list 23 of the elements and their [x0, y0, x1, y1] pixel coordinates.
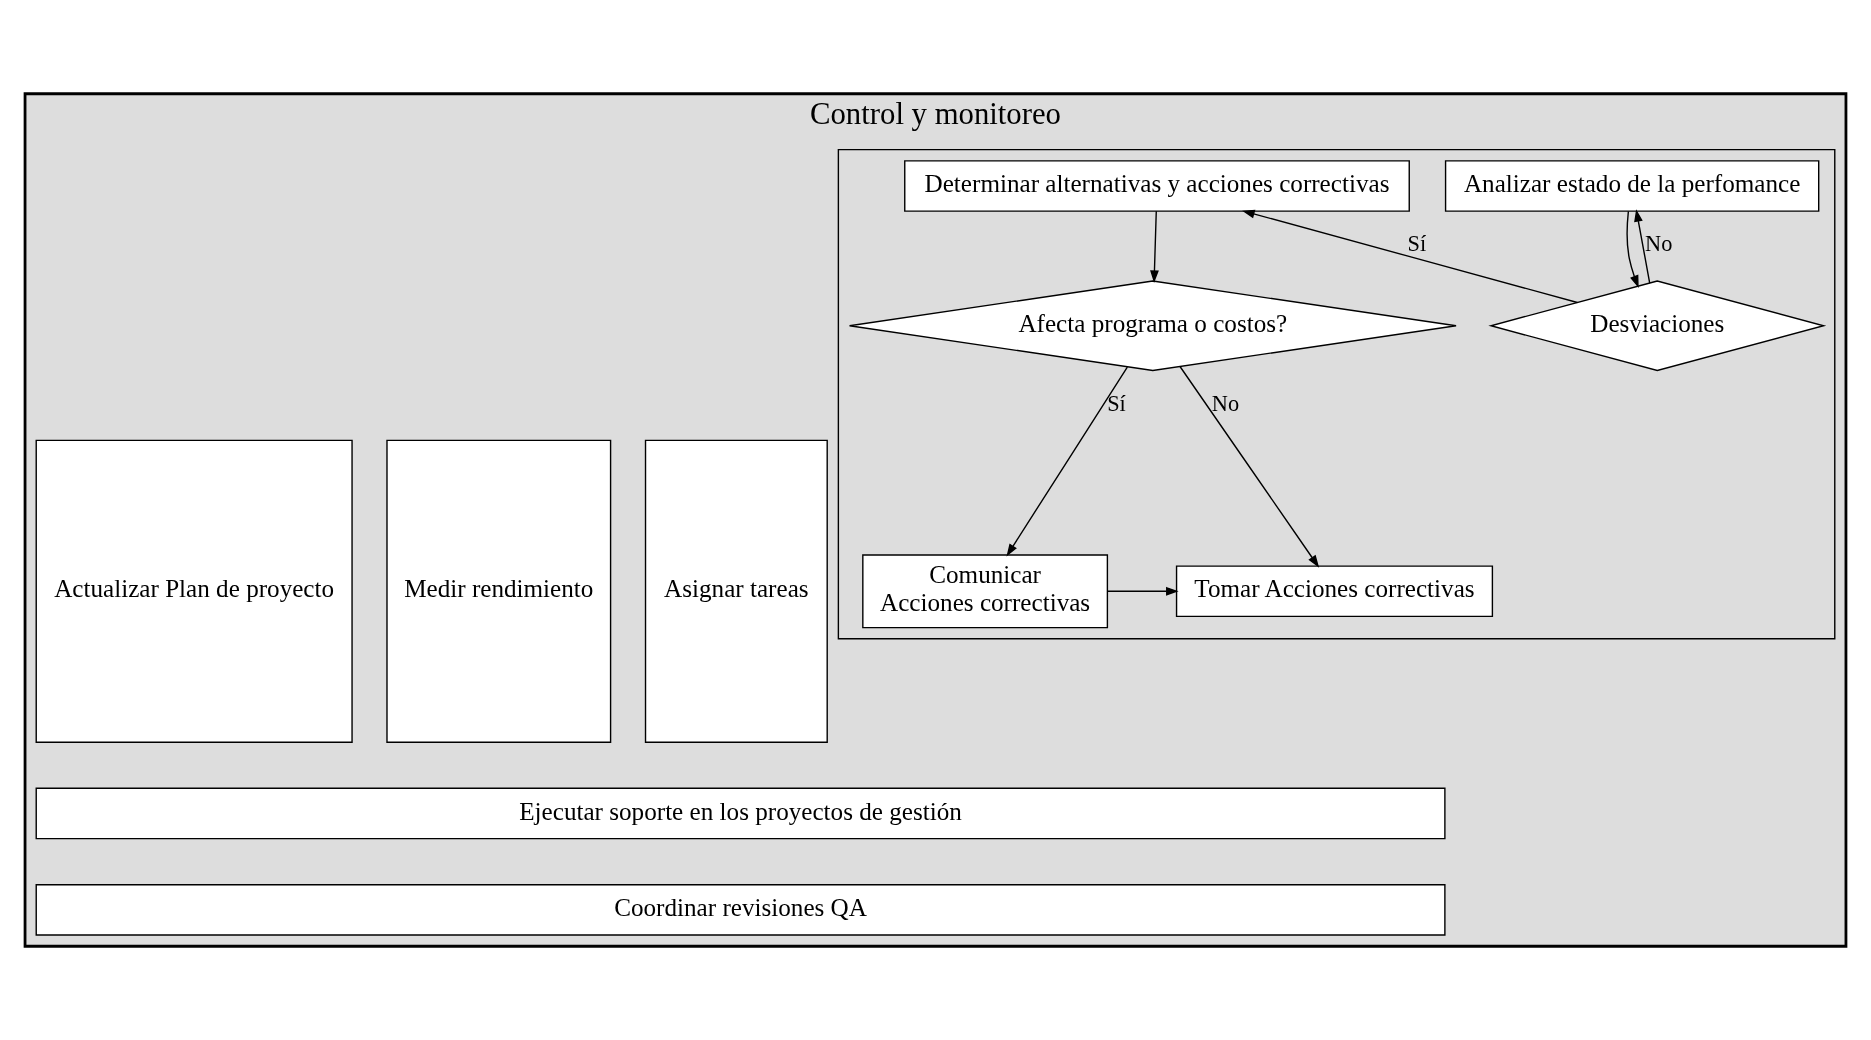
node-box: Asignar tareas — [644, 439, 828, 743]
arrow — [1107, 586, 1179, 596]
node-box: Comunicar Acciones correctivas — [862, 554, 1109, 629]
arrow — [1150, 210, 1159, 283]
arrow — [1179, 365, 1320, 568]
node-box: Ejecutar soporte en los proyectos de gestión — [35, 787, 1446, 840]
edge-label: No — [1211, 390, 1240, 416]
node-box: Analizar estado de la perfomance — [1444, 160, 1820, 212]
cluster — [837, 148, 1836, 640]
arrow — [1242, 209, 1579, 304]
arrow — [1626, 210, 1639, 288]
node-box: Coordinar revisiones QA — [35, 884, 1446, 936]
arrow — [1006, 366, 1129, 557]
node-box: Determinar alternativas y acciones correctivas — [904, 160, 1410, 212]
edge-label: No — [1645, 231, 1673, 257]
node-box: Actualizar Plan de proyecto — [35, 439, 353, 743]
node-box: Tomar Acciones correctivas — [1175, 565, 1494, 618]
edge-label: Sí — [1407, 231, 1427, 257]
node-diamond: Afecta programa o costos? — [848, 280, 1457, 372]
node-diamond: Desviaciones — [1488, 280, 1827, 372]
edge-label: Sí — [1107, 390, 1126, 416]
arrow — [1634, 209, 1651, 284]
node-box: Medir rendimiento — [386, 439, 612, 743]
